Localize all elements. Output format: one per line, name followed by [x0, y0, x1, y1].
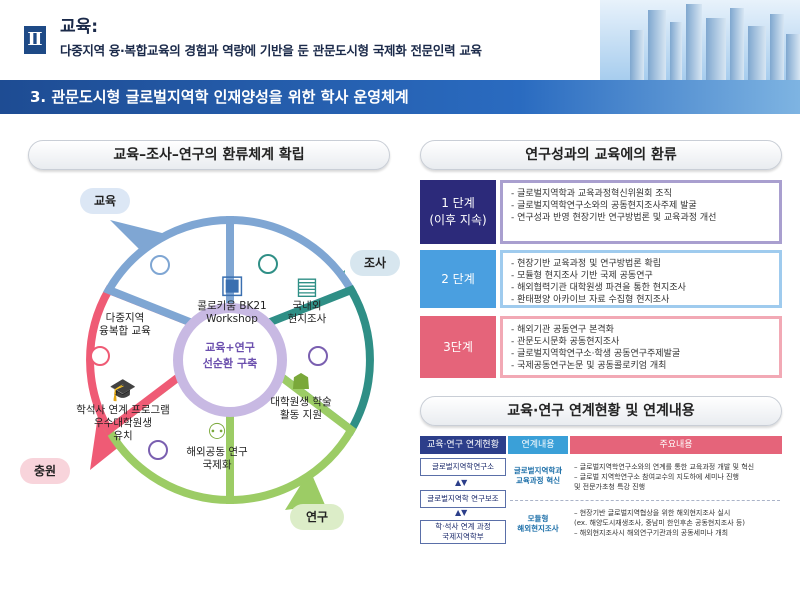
- graduate-icon: 🎓: [109, 378, 137, 403]
- stage-3-label: 3단계: [420, 316, 496, 378]
- stage-1-label: 1 단계(이후 지속): [420, 180, 496, 244]
- right-heading-2: 교육·연구 연계현황 및 연계내용: [420, 396, 782, 426]
- stage-2-label: 2 단계: [420, 250, 496, 308]
- tag-education: 교육: [80, 188, 130, 214]
- network-icon: ⚇: [207, 420, 227, 445]
- table-divider: [510, 500, 780, 501]
- presentation-icon: ▣: [219, 270, 245, 300]
- table-right-2: – 현장기반 글로벌지역협상을 위한 해외현지조사 실시 (ex. 해양도시재생…: [574, 509, 746, 537]
- table-header-link: 연계내용: [508, 436, 568, 454]
- stage-2-items: - 현장기반 교육과정 및 연구방법론 확립- 모듈형 현지조사 기반 국제 공…: [500, 250, 782, 308]
- page-subtitle: 다중지역 융·복합교육의 경험과 역량에 기반을 둔 관문도시형 국제화 전문인…: [60, 43, 482, 58]
- right-heading-1: 연구성과의 교육에의 환류: [420, 140, 782, 170]
- table-box-institute: 글로벌지역학연구소: [420, 458, 506, 476]
- city-skyline-icon: [600, 0, 800, 80]
- table-header-status: 교육·연구 연계현황: [420, 436, 506, 454]
- stage-1-items: - 글로벌지역학과 교육과정혁신위원회 조직- 글로벌지역학연구소와의 공동현지…: [500, 180, 782, 244]
- table-header-main: 주요내용: [570, 436, 782, 454]
- left-heading: 교육–조사–연구의 환류체계 확립: [28, 140, 390, 170]
- stage-3-items: - 해외기관 공동연구 본격화- 관문도시문화 공동현지조사- 글로벌지역학연구…: [500, 316, 782, 378]
- tag-survey: 조사: [350, 250, 400, 276]
- table-box-ba-ma: 학·석사 연계 과정 국제지역학부: [420, 520, 506, 544]
- up-down-arrow-icon-2: ▲▼: [455, 508, 468, 517]
- tag-enhance: 충원: [20, 458, 70, 484]
- field-survey-icon: ▤: [295, 272, 319, 300]
- cycle-diagram: [86, 215, 374, 510]
- up-down-arrow-icon: ▲▼: [455, 478, 468, 487]
- section-banner: [0, 80, 800, 114]
- table-box-research-aid: 글로벌지역학 연구보조: [420, 490, 506, 508]
- students-icon: ☗: [291, 370, 311, 395]
- table-right-1: – 글로벌지역학연구소와의 연계를 통한 교육과정 개발 및 혁신– 글로벌 지…: [574, 463, 755, 491]
- page-title: 교육:: [60, 17, 99, 37]
- section-title: 3. 관문도시형 글로벌지역학 인재양성을 위한 학사 운영체계: [30, 88, 409, 106]
- chapter-numeral: Ⅱ: [24, 26, 46, 54]
- tag-research: 연구: [290, 504, 344, 530]
